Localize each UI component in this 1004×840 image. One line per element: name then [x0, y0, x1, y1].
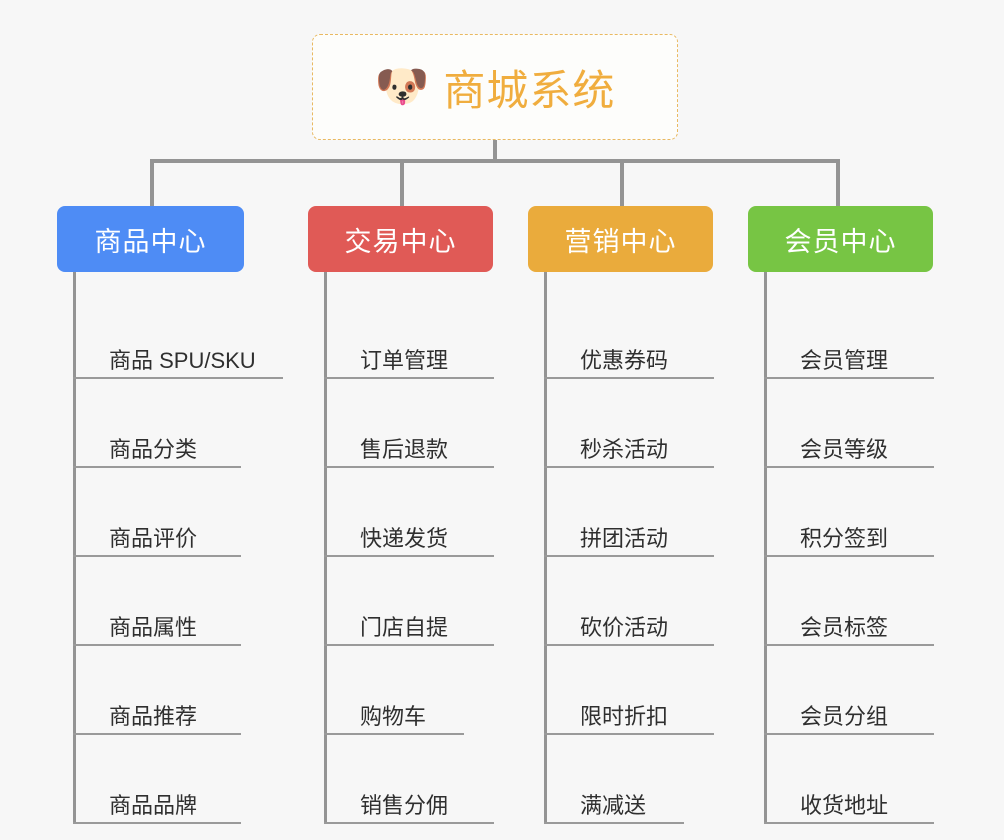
- leaf-item[interactable]: 商品品牌: [73, 735, 307, 824]
- leaf-item-label: 销售分佣: [360, 792, 449, 818]
- branch-column-2: 交易中心 订单管理 售后退款 快递发货 门店自提 购物车 销售分佣: [308, 206, 508, 824]
- category-header-4[interactable]: 会员中心: [748, 206, 933, 272]
- leaf-item-label: 门店自提: [360, 614, 449, 640]
- branch-column-1: 商品中心 商品 SPU/SKU 商品分类 商品评价 商品属性 商品推荐 商品品牌: [57, 206, 307, 824]
- root-node[interactable]: 🐶 商城系统: [312, 34, 678, 140]
- connector-drop-1: [150, 159, 154, 206]
- leaf-item-label: 会员等级: [800, 436, 889, 462]
- connector-drop-3: [620, 159, 624, 206]
- leaf-item-label: 拼团活动: [580, 525, 669, 551]
- leaf-item-label: 砍价活动: [580, 614, 669, 640]
- leaf-item[interactable]: 商品评价: [73, 468, 307, 557]
- leaf-item-label: 限时折扣: [580, 703, 669, 729]
- leaf-item-label: 会员分组: [800, 703, 889, 729]
- leaf-item-label: 收货地址: [800, 792, 889, 818]
- connector-root-stem: [493, 140, 497, 162]
- root-title: 商城系统: [443, 66, 616, 114]
- leaf-item-label: 秒杀活动: [580, 436, 669, 462]
- leaf-item-label: 会员标签: [800, 614, 889, 640]
- leaf-item-label: 优惠券码: [580, 347, 669, 373]
- branch-column-4: 会员中心 会员管理 会员等级 积分签到 会员标签 会员分组 收货地址: [748, 206, 948, 824]
- leaf-item-label: 积分签到: [800, 525, 889, 551]
- leaf-item[interactable]: 会员分组: [764, 646, 948, 735]
- connector-drop-4: [836, 159, 840, 206]
- category-header-1[interactable]: 商品中心: [57, 206, 244, 272]
- leaf-item[interactable]: 限时折扣: [544, 646, 728, 735]
- leaf-item-label: 购物车: [360, 703, 427, 729]
- leaf-item[interactable]: 收货地址: [764, 735, 948, 824]
- leaf-item[interactable]: 订单管理: [324, 290, 508, 379]
- branch-column-3: 营销中心 优惠券码 秒杀活动 拼团活动 砍价活动 限时折扣 满减送: [528, 206, 728, 824]
- leaf-list-4: 会员管理 会员等级 积分签到 会员标签 会员分组 收货地址: [764, 272, 948, 824]
- connector-drop-2: [400, 159, 404, 206]
- leaf-item[interactable]: 会员管理: [764, 290, 948, 379]
- connector-horizontal-bus: [150, 159, 840, 163]
- dog-face-icon: 🐶: [374, 61, 430, 112]
- leaf-item[interactable]: 秒杀活动: [544, 379, 728, 468]
- leaf-item[interactable]: 商品 SPU/SKU: [73, 290, 307, 379]
- leaf-item[interactable]: 优惠券码: [544, 290, 728, 379]
- leaf-item[interactable]: 积分签到: [764, 468, 948, 557]
- category-header-3[interactable]: 营销中心: [528, 206, 713, 272]
- leaf-item-label: 订单管理: [360, 347, 449, 373]
- leaf-item-label: 会员管理: [800, 347, 889, 373]
- leaf-item[interactable]: 购物车: [324, 646, 508, 735]
- category-header-1-label: 商品中心: [94, 226, 207, 257]
- leaf-item[interactable]: 砍价活动: [544, 557, 728, 646]
- leaf-item-label: 商品品牌: [109, 792, 198, 818]
- leaf-item-label: 商品评价: [109, 525, 198, 551]
- leaf-item[interactable]: 商品推荐: [73, 646, 307, 735]
- leaf-item-label: 商品属性: [109, 614, 198, 640]
- leaf-item-label: 快递发货: [360, 525, 449, 551]
- leaf-item[interactable]: 售后退款: [324, 379, 508, 468]
- category-header-4-label: 会员中心: [784, 226, 897, 257]
- leaf-item-label: 商品分类: [109, 436, 198, 462]
- leaf-item[interactable]: 会员标签: [764, 557, 948, 646]
- leaf-list-2: 订单管理 售后退款 快递发货 门店自提 购物车 销售分佣: [324, 272, 508, 824]
- leaf-item[interactable]: 门店自提: [324, 557, 508, 646]
- leaf-item-label: 满减送: [580, 792, 647, 818]
- leaf-item-label: 商品 SPU/SKU: [109, 347, 256, 373]
- leaf-item[interactable]: 满减送: [544, 735, 728, 824]
- leaf-item[interactable]: 商品属性: [73, 557, 307, 646]
- leaf-item[interactable]: 会员等级: [764, 379, 948, 468]
- leaf-item[interactable]: 快递发货: [324, 468, 508, 557]
- category-header-2-label: 交易中心: [344, 226, 457, 257]
- leaf-item-label: 商品推荐: [109, 703, 198, 729]
- leaf-list-1: 商品 SPU/SKU 商品分类 商品评价 商品属性 商品推荐 商品品牌: [73, 272, 307, 824]
- category-header-3-label: 营销中心: [564, 226, 677, 257]
- leaf-item[interactable]: 销售分佣: [324, 735, 508, 824]
- leaf-item-label: 售后退款: [360, 436, 449, 462]
- leaf-list-3: 优惠券码 秒杀活动 拼团活动 砍价活动 限时折扣 满减送: [544, 272, 728, 824]
- leaf-item[interactable]: 拼团活动: [544, 468, 728, 557]
- category-header-2[interactable]: 交易中心: [308, 206, 493, 272]
- leaf-item[interactable]: 商品分类: [73, 379, 307, 468]
